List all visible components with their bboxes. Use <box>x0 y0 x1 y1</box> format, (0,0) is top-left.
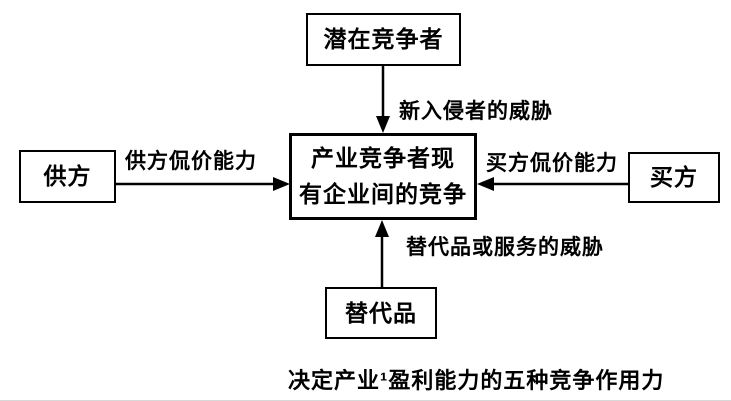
node-buyers: 买方 <box>628 152 720 203</box>
arrow-substitute-threat <box>375 220 389 287</box>
edge-label-buyer-bargaining-power: 买方侃价能力 <box>486 152 618 175</box>
industry-rivals-line-2: 有企业间的竞争 <box>299 180 467 207</box>
industry-rivals-line-1: 产业竞争者现 <box>311 144 455 171</box>
edge-label-substitute-threat: 替代品或服务的威胁 <box>406 236 604 259</box>
node-potential-competitors: 潜在竞争者 <box>306 13 461 66</box>
node-industry-rivals: 产业竞争者现 有企业间的竞争 <box>289 133 477 220</box>
node-substitutes: 替代品 <box>325 287 437 339</box>
arrow-buyer-power <box>477 177 628 191</box>
edge-label-new-entrants-threat: 新入侵者的威胁 <box>399 100 553 123</box>
node-suppliers: 供方 <box>19 150 116 203</box>
arrow-supplier-power <box>116 177 290 191</box>
edge-label-supplier-bargaining-power: 供方侃价能力 <box>125 150 257 173</box>
diagram-caption: 决定产业¹盈利能力的五种竞争作用力 <box>288 368 665 393</box>
node-industry-rivals-label: 产业竞争者现 有企业间的竞争 <box>299 141 467 212</box>
arrow-new-entrants <box>376 66 390 133</box>
